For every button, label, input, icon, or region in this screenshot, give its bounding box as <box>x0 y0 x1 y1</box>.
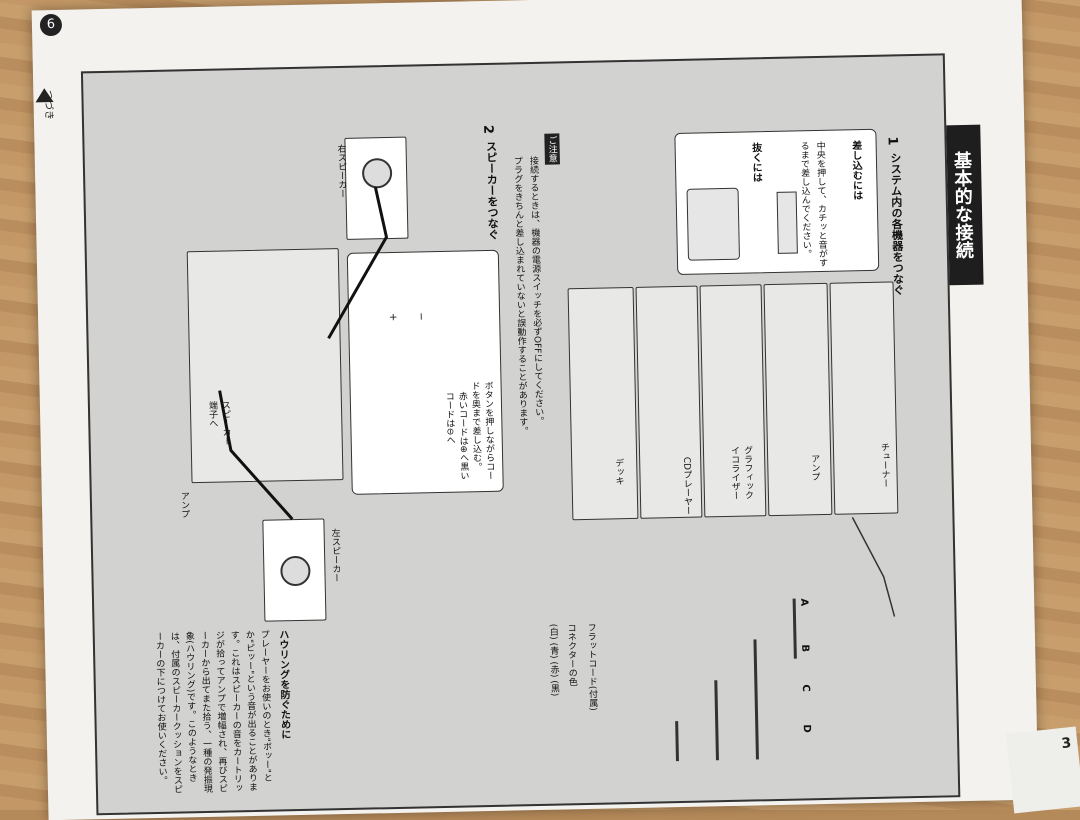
flat-cord-a <box>792 598 797 659</box>
page-number: 6 <box>39 13 63 37</box>
next-page-edge: 3 <box>1006 726 1080 814</box>
next-page-number: 3 <box>1060 735 1073 753</box>
power-cord <box>851 517 896 617</box>
flat-cord-b <box>753 639 759 760</box>
manual-page: 6 つづき 基本的な接続 1 システム内の各機器をつなぐ 差し込むには 中央を押… <box>31 0 1039 820</box>
continued-label: つづき <box>42 90 54 121</box>
wiring-lines <box>218 186 896 762</box>
content-frame: 1 システム内の各機器をつなぐ 差し込むには 中央を押して、カチッと音がするまで… <box>80 53 961 816</box>
flat-cord-c <box>714 680 719 761</box>
speaker-wire-left <box>218 390 294 521</box>
speaker-wire-right <box>327 186 389 340</box>
flat-cord-d <box>675 721 679 762</box>
